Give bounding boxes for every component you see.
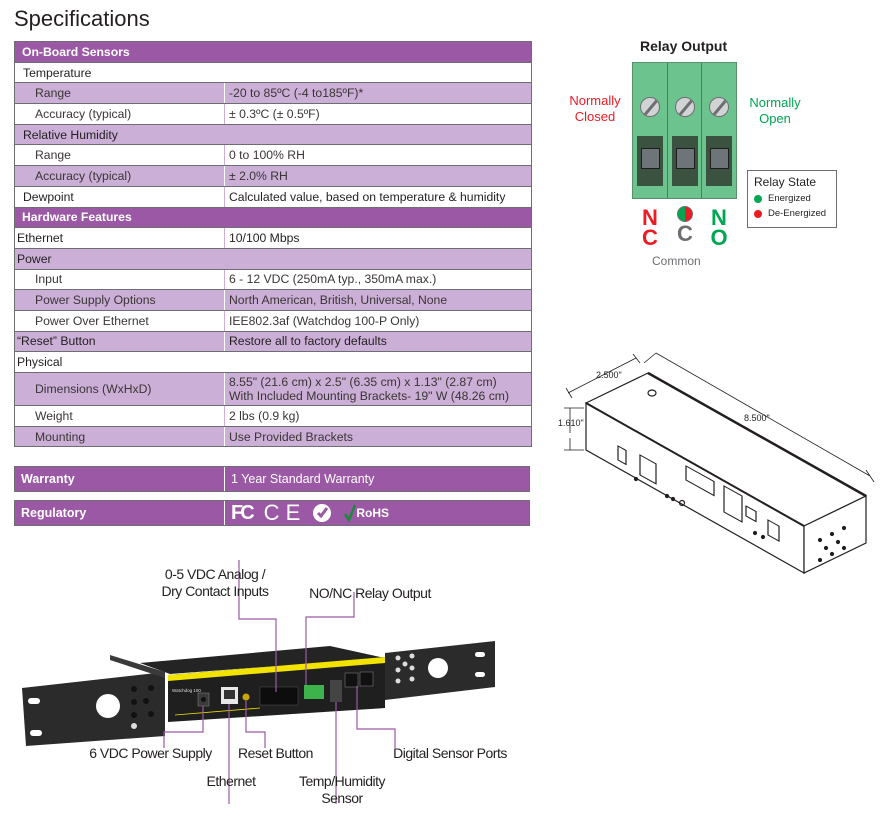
table-row: “Reset” Button Restore all to factory de… [15,331,531,353]
row-value: -20 to 85ºC (-4 to185ºF)* [229,86,364,101]
table-row: Input 6 - 12 VDC (250mA typ., 350mA max.… [15,269,531,291]
c-tick-logo-icon [312,503,332,523]
page-title: Specifications [14,6,150,31]
callout-analog-inputs: 0-5 VDC Analog / Dry Contact Inputs [161,566,269,599]
row-value: 8.55" (21.6 cm) x 2.5" (6.35 cm) x 1.13"… [229,375,510,403]
row-label: Power Over Ethernet [15,310,225,331]
socket-icon [671,136,698,186]
legend-item-energized: Energized [754,193,830,204]
common-label: Common [652,254,701,268]
ce-logo-icon: C E [263,500,301,525]
terminal-c [668,63,703,198]
row-label: Accuracy (typical) [15,104,225,124]
table-row: Dimensions (WxHxD) 8.55" (21.6 cm) x 2.5… [15,373,531,406]
relay-output-title: Relay Output [640,38,728,54]
regulatory-logos: FC C E RoHS [225,500,401,525]
screw-icon [674,97,695,117]
row-value: 10/100 Mbps [229,231,300,246]
normally-open-label: Normally Open [749,95,801,126]
row-label: Dimensions (WxHxD) [15,373,225,405]
row-label: “Reset” Button [15,331,225,352]
callout-relay-output: NO/NC Relay Output [309,585,431,601]
legend-item-de-energized: De-Energized [754,208,830,219]
terminal-no [702,63,736,198]
dimension-drawing: 2.500" 8.500" 1.610" [558,352,875,575]
callout-power-supply: 6 VDC Power Supply [89,745,212,761]
row-label: Power Supply Options [15,290,225,310]
table-row: Ethernet 10/100 Mbps [15,228,531,249]
relay-terminal-block [632,62,737,199]
row-value: IEE802.3af (Watchdog 100-P Only) [229,313,420,328]
group-power: Power [15,248,531,270]
green-dot-icon [754,194,762,203]
red-dot-icon [754,209,762,218]
callout-temp-humidity-sensor: Temp/Humidity Sensor [298,773,386,806]
row-label: Weight [15,406,225,426]
width-dimension: 2.500" [596,370,622,380]
group-physical: Physical [15,352,531,373]
row-value: North American, British, Universal, None [229,293,448,308]
table-row: Mounting Use Provided Brackets [15,426,531,448]
normally-closed-label: Normally Closed [569,93,621,124]
row-value: Restore all to factory defaults [229,334,387,349]
screw-icon [640,97,660,117]
spec-table: On-Board Sensors Temperature Range -20 t… [14,41,532,448]
table-row: Range 0 to 100% RH [15,145,531,167]
regulatory-row: Regulatory FC C E RoHS [14,500,530,526]
table-row: Range -20 to 85ºC (-4 to185ºF)* [15,83,531,105]
table-row: Dewpoint Calculated value, based on temp… [15,186,531,208]
table-row: Accuracy (typical) ± 0.3ºC (± 0.5ºF) [15,104,531,125]
screw-icon [709,97,730,117]
row-label: Range [15,145,225,166]
row-label: Ethernet [15,228,225,248]
warranty-row: Warranty 1 Year Standard Warranty [14,466,530,492]
callout-digital-sensor-ports: Digital Sensor Ports [393,745,507,761]
relay-state-dot-icon [677,206,693,222]
no-letters: N O [710,205,728,250]
callout-reset-button: Reset Button [238,745,313,761]
row-label: Input [15,269,225,290]
row-label: Accuracy (typical) [15,166,225,186]
table-row: Power Supply Options North American, Bri… [15,290,531,311]
relay-state-legend: Relay State Energized De-Energized [747,170,837,228]
row-value: ± 2.0% RH [229,168,288,183]
row-label: Range [15,83,225,104]
length-dimension: 8.500" [744,413,770,423]
device-illustration: Watchdog 100 [22,560,495,804]
terminal-nc [633,63,668,198]
table-row: Weight 2 lbs (0.9 kg) [15,406,531,427]
row-value: Use Provided Brackets [229,429,353,444]
row-value: ± 0.3ºC (± 0.5ºF) [229,106,320,121]
row-label: Mounting [15,426,225,447]
row-value: 6 - 12 VDC (250mA typ., 350mA max.) [229,272,437,287]
callout-ethernet: Ethernet [206,773,256,789]
row-label: Dewpoint [15,186,225,207]
row-value: Calculated value, based on temperature &… [229,189,506,204]
row-value: 2 lbs (0.9 kg) [229,408,300,423]
model-label: Watchdog 100 [172,688,201,693]
group-temperature: Temperature [15,62,531,84]
section-header-hardware-features: Hardware Features [15,207,531,229]
fcc-logo-icon: FC [231,501,255,524]
table-row: Power Over Ethernet IEE802.3af (Watchdog… [15,310,531,332]
c-letters: C [673,206,697,245]
table-row: Accuracy (typical) ± 2.0% RH [15,166,531,187]
socket-icon [706,136,733,186]
rohs-logo-icon: RoHS [344,504,389,522]
nc-letters: N C [642,205,658,250]
height-dimension: 1.610" [558,418,584,428]
section-header-onboard-sensors: On-Board Sensors [15,42,531,63]
socket-icon [637,136,663,186]
group-relative-humidity: Relative Humidity [15,124,531,146]
row-value: 0 to 100% RH [229,148,305,163]
